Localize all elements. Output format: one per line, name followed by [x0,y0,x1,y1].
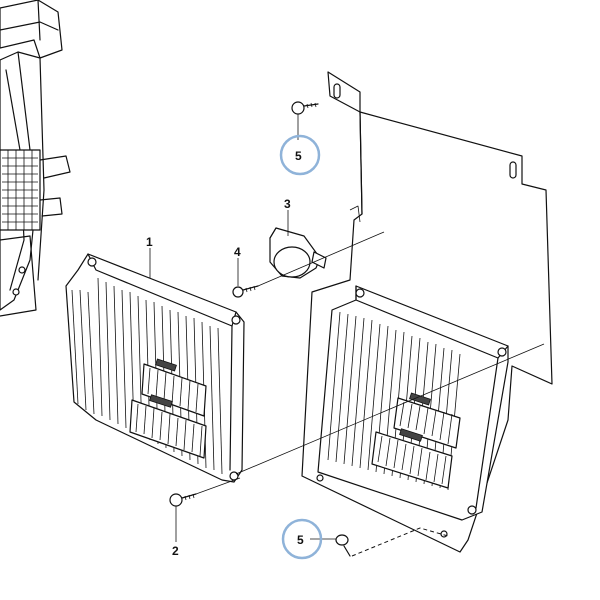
vehicle-frame-structure [0,0,71,317]
ecu-module-installed [317,285,509,521]
highlight-ring-5-top [279,134,321,176]
callout-1: 1 [146,235,153,249]
sensor-part [269,227,327,279]
callout-2: 2 [172,544,179,558]
screw-2 [169,493,197,507]
callout-3: 3 [284,197,291,211]
assembly-lines [195,231,545,557]
callout-5-top: 5 [295,149,302,163]
ecu-module-exploded [65,253,245,483]
callout-5-bottom: 5 [297,533,304,547]
highlight-ring-5-bottom [281,518,323,560]
screw-5-bottom [335,534,351,557]
screw-5-top [291,101,319,115]
screw-4 [232,285,259,298]
callout-4: 4 [234,245,241,259]
leader-lines [149,114,336,542]
